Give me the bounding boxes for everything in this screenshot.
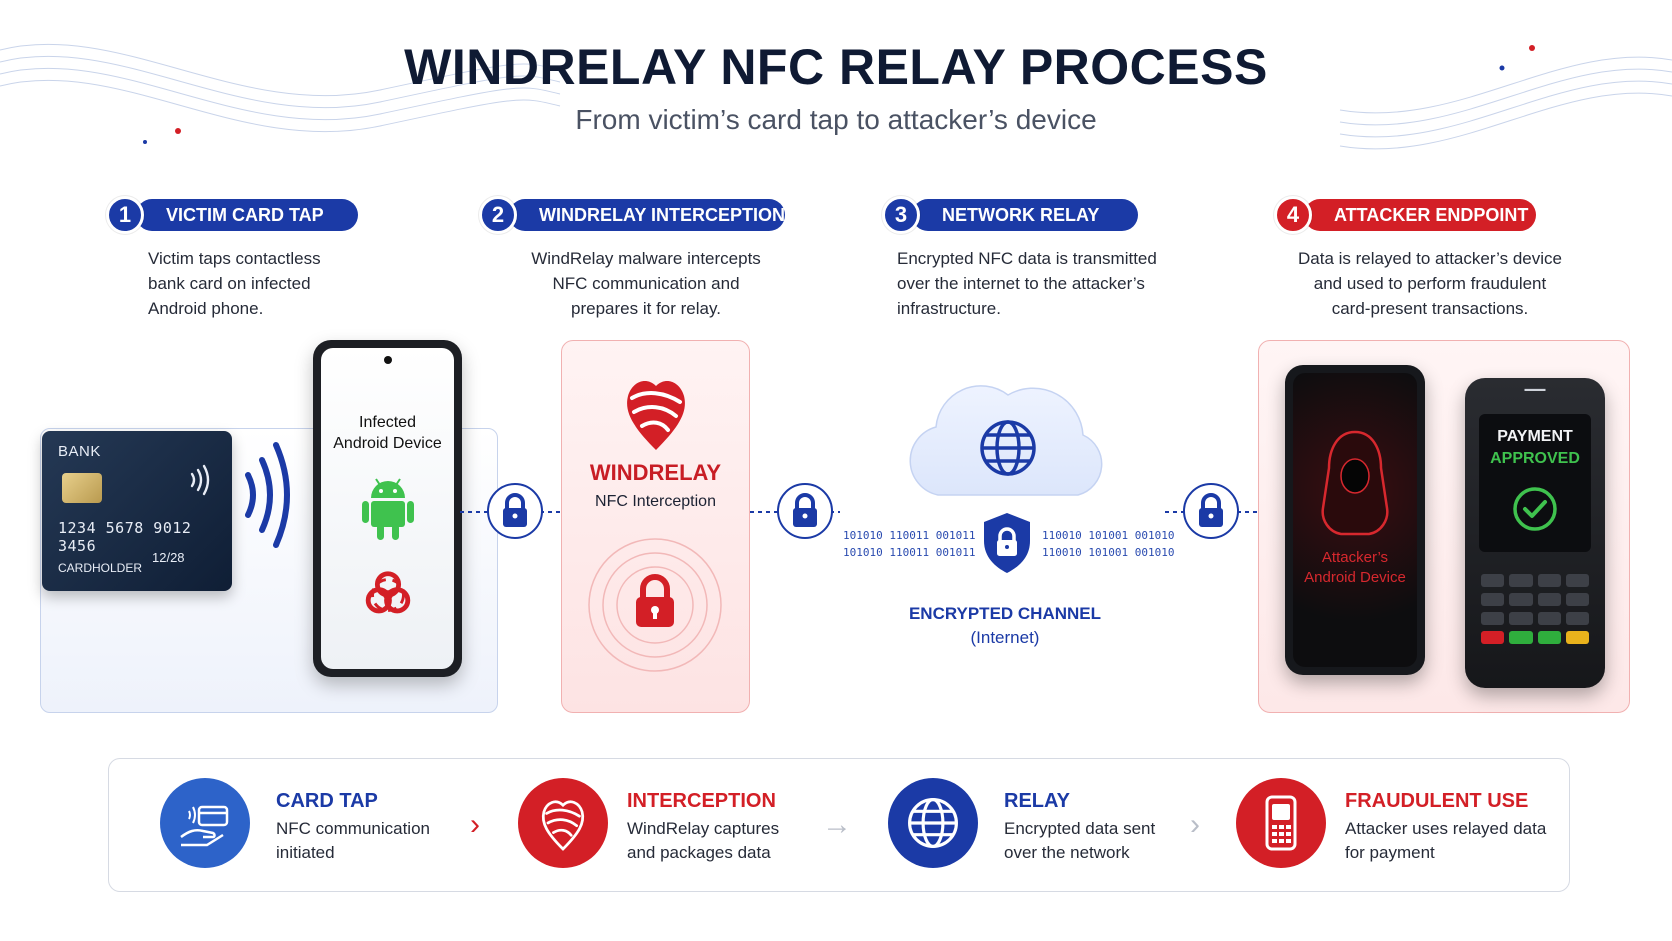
step-3-number: 3 — [882, 196, 920, 234]
binary-stream-left: 101010 110011 001011 101010 110011 00101… — [843, 529, 976, 559]
bank-card: BANK 1234 5678 9012 3456 12/28 CARDHOLDE… — [42, 431, 232, 591]
hooded-hacker-icon — [1321, 430, 1389, 536]
pos-key — [1481, 593, 1505, 606]
card-bank-name: BANK — [58, 443, 101, 460]
pos-key — [1565, 612, 1589, 625]
step-2-header: 2 WINDRELAY INTERCEPTION — [479, 196, 785, 234]
lock-icon-2 — [777, 483, 833, 539]
summary-fraudulent-use: FRAUDULENT USE Attacker uses relayed dat… — [1345, 790, 1546, 865]
contactless-icon — [190, 464, 210, 496]
pos-key-clear — [1565, 631, 1589, 644]
step-2-number: 2 — [479, 196, 517, 234]
step-2-description: WindRelay malware intercepts NFC communi… — [531, 249, 761, 318]
summary-fraud-desc: Attacker uses relayed data for payment — [1345, 819, 1547, 862]
fraud-summary-icon — [1236, 778, 1326, 868]
chevron-right-icon: › — [470, 808, 480, 841]
camera-icon — [383, 356, 392, 364]
step-3-label: NETWORK RELAY — [912, 199, 1138, 231]
globe-icon — [980, 420, 1036, 476]
lock-icon-1 — [487, 483, 543, 539]
pos-key — [1481, 612, 1505, 625]
windrelay-logo-icon — [627, 381, 685, 450]
windrelay-name: WINDRELAY — [589, 460, 722, 485]
binary-stream-right: 110010 101001 001010 110010 101001 00101… — [1042, 529, 1175, 559]
step-3-description: Encrypted NFC data is transmitted over t… — [897, 249, 1157, 318]
summary-card-tap-desc: NFC communication initiated — [276, 819, 430, 862]
hand-card-icon — [180, 805, 229, 847]
pos-key — [1537, 631, 1561, 644]
globe-mini-icon — [908, 798, 958, 848]
summary-interception-desc: WindRelay captures and packages data — [627, 819, 780, 862]
step-1-label: VICTIM CARD TAP — [136, 199, 358, 231]
pos-screen: PAYMENT APPROVED — [1479, 414, 1591, 552]
relay-summary-icon — [888, 778, 978, 868]
summary-box — [108, 758, 1570, 892]
windrelay-mini-icon — [541, 800, 585, 851]
pos-terminal: ▬▬▬ PAYMENT APPROVED — [1465, 378, 1605, 688]
pos-key — [1537, 612, 1561, 625]
step-3-header: 3 NETWORK RELAY — [882, 196, 1138, 234]
biohazard-icon — [365, 571, 411, 614]
card-number: 1234 5678 9012 3456 — [58, 519, 192, 555]
encrypted-channel-label: ENCRYPTED CHANNEL — [908, 604, 1102, 623]
step-1-header: 1 VICTIM CARD TAP — [106, 196, 358, 234]
summary-relay: RELAY Encrypted data sent over the netwo… — [1004, 790, 1155, 865]
summary-fraud-title: FRAUDULENT USE — [1345, 790, 1529, 812]
attacker-phone-label: Attacker’s Android Device — [1304, 549, 1406, 586]
background-waves — [0, 43, 1672, 150]
summary-interception: INTERCEPTION WindRelay captures and pack… — [627, 790, 779, 865]
step-1-description: Victim taps contactless bank card on inf… — [148, 249, 321, 318]
step-2-label: WINDRELAY INTERCEPTION — [509, 199, 785, 231]
card-expiry: 12/28 — [152, 550, 185, 565]
pos-brand-mark: ▬▬▬ — [1524, 386, 1546, 393]
summary-card-tap-title: CARD TAP — [276, 790, 378, 812]
pos-key-cancel — [1481, 631, 1505, 644]
pos-key — [1537, 593, 1561, 606]
infected-phone: Infected Android Device — [313, 340, 462, 677]
step-4-label: ATTACKER ENDPOINT — [1304, 199, 1536, 231]
summary-card-tap: CARD TAP NFC communication initiated — [276, 790, 430, 865]
pos-key — [1509, 593, 1533, 606]
page-title: WINDRELAY NFC RELAY PROCESS — [404, 39, 1268, 95]
page-subtitle: From victim’s card tap to attacker’s dev… — [575, 104, 1097, 135]
windrelay-panel — [561, 340, 750, 713]
card-chip-icon — [62, 473, 102, 503]
payment-status-line2: APPROVED — [1490, 450, 1580, 467]
arrow-right-icon: → — [822, 808, 852, 841]
attacker-phone: Attacker’s Android Device — [1285, 365, 1425, 675]
pos-key — [1565, 574, 1589, 587]
step-1-number: 1 — [106, 196, 144, 234]
card-tap-summary-icon — [160, 778, 250, 868]
interception-summary-icon — [518, 778, 608, 868]
step-4-header: 4 ATTACKER ENDPOINT — [1274, 196, 1536, 234]
pos-key — [1509, 612, 1533, 625]
lock-icon-3 — [1183, 483, 1239, 539]
step-4-number: 4 — [1274, 196, 1312, 234]
android-icon — [362, 478, 414, 540]
payment-status-line1: PAYMENT — [1497, 428, 1573, 445]
pos-key — [1537, 574, 1561, 587]
pos-keypad — [1481, 574, 1589, 644]
pos-key-ok — [1509, 631, 1533, 644]
phone-keypad-icon — [1265, 795, 1297, 851]
summary-interception-title: INTERCEPTION — [627, 790, 776, 812]
encrypted-channel-sub: (Internet) — [970, 628, 1040, 647]
pos-key — [1481, 574, 1505, 587]
cloud-icon — [909, 385, 1103, 496]
nfc-waves-icon — [245, 442, 290, 548]
step-4-description: Data is relayed to attacker’s device and… — [1298, 249, 1562, 318]
windrelay-sub: NFC Interception — [595, 493, 716, 510]
card-holder: CARDHOLDER — [58, 561, 143, 575]
summary-relay-desc: Encrypted data sent over the network — [1004, 819, 1156, 862]
pos-key — [1565, 593, 1589, 606]
shield-lock-icon — [984, 513, 1030, 573]
summary-relay-title: RELAY — [1004, 790, 1070, 812]
pos-key — [1509, 574, 1533, 587]
infected-phone-label: Infected Android Device — [333, 414, 442, 452]
connector-lines — [460, 511, 1260, 513]
chevron-right-icon: › — [1190, 808, 1200, 841]
check-circle-icon — [1513, 487, 1557, 531]
interception-lock-icon — [588, 538, 722, 672]
